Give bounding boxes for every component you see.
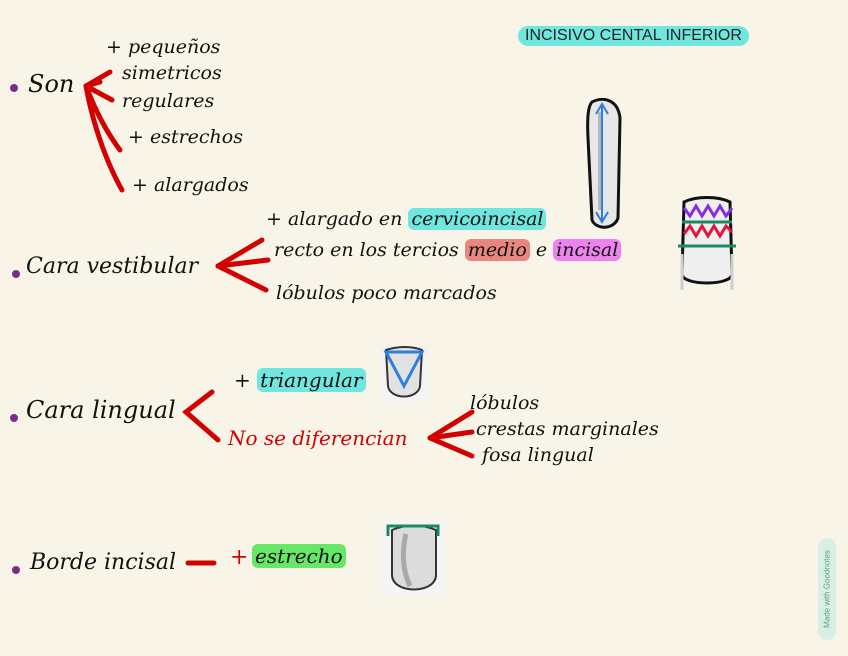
lingual-no-se-diferencian: No se diferencian: [228, 426, 408, 450]
bullet-cara-lingual: [10, 414, 18, 422]
son-item: simetricos: [122, 62, 222, 84]
cara-lingual-label: Cara lingual: [26, 396, 176, 424]
vestibular-line-2-conj: e: [535, 239, 548, 261]
vestibular-line-1-prefix: + alargado en: [266, 208, 403, 230]
highlight-medio: medio: [464, 239, 530, 261]
tooth-incisal-image: [382, 520, 444, 596]
tooth-side-view-image: [586, 98, 622, 229]
bullet-cara-vestibular: [12, 270, 20, 278]
borde-incisal-plus: +: [230, 545, 249, 570]
lingual-line-1-prefix: +: [234, 368, 251, 392]
tooth-vestibular-image: [678, 196, 736, 290]
bullet-borde-incisal: [12, 566, 20, 574]
lingual-right-item: lóbulos: [470, 392, 540, 414]
son-label: Son: [28, 70, 75, 98]
borde-incisal-label: Borde incisal: [30, 550, 177, 575]
vestibular-line-3: lóbulos poco marcados: [276, 282, 497, 304]
highlight-estrecho: estrecho: [252, 544, 346, 568]
goodnotes-watermark: Made with Goodnotes: [818, 538, 836, 640]
highlight-triangular: triangular: [257, 368, 366, 392]
vestibular-line-2-prefix: recto en los tercios: [274, 239, 459, 261]
vestibular-line-1: + alargado en cervicoincisal: [266, 208, 547, 230]
lingual-line-1: + triangular: [234, 368, 366, 392]
watermark-text: Made with Goodnotes: [822, 550, 832, 628]
son-item: + alargados: [132, 174, 249, 196]
highlight-cervicoincisal: cervicoincisal: [408, 208, 547, 230]
son-item: regulares: [122, 90, 215, 112]
page-title: INCISIVO CENTAL INFERIOR: [518, 26, 749, 46]
tooth-lingual-image: [380, 346, 428, 402]
bullet-son: [10, 84, 18, 92]
lingual-right-item: fosa lingual: [482, 444, 594, 466]
son-item: + estrechos: [128, 126, 243, 148]
highlight-incisal: incisal: [553, 239, 622, 261]
son-item: + pequeños: [106, 36, 221, 58]
lingual-right-item: crestas marginales: [476, 418, 659, 440]
cara-vestibular-label: Cara vestibular: [26, 254, 199, 279]
vestibular-line-2: recto en los tercios medio e incisal: [274, 239, 622, 261]
